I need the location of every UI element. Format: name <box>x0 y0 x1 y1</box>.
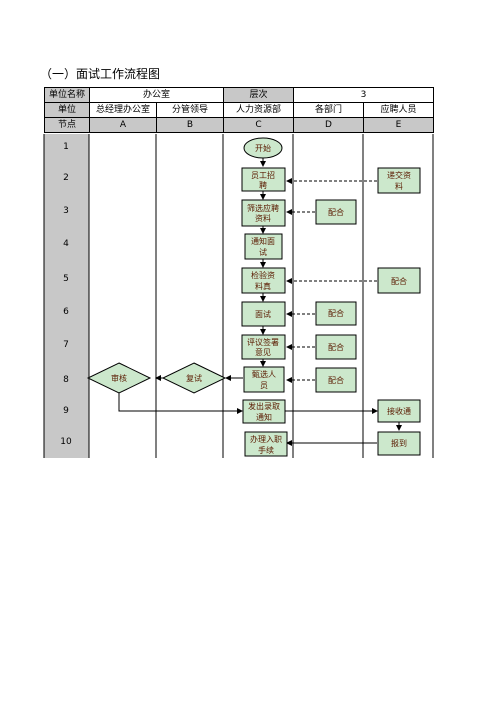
row-number: 5 <box>63 274 69 284</box>
decision-reinterview <box>161 362 227 394</box>
node-label: 办理入职 <box>250 434 282 444</box>
process-box-verify-docs <box>241 267 286 294</box>
node-label: 审核 <box>111 373 127 383</box>
flow-arrow <box>118 393 243 414</box>
process-box-cooperate <box>377 267 421 294</box>
process-box-notify-interview <box>244 233 283 260</box>
row-number: 3 <box>63 206 69 216</box>
page-title: （一）面试工作流程图 <box>40 67 161 81</box>
process-box-cooperate <box>315 334 357 360</box>
node-lane-background <box>44 134 89 458</box>
start-node <box>243 137 283 159</box>
node-label: 面试 <box>255 309 271 319</box>
header-cell: D <box>293 117 364 133</box>
node-label: 配合 <box>328 308 344 318</box>
header-cell: C <box>223 117 294 133</box>
header-cell: E <box>363 117 434 133</box>
header-cell: B <box>156 117 224 133</box>
header-cell: A <box>89 117 157 133</box>
process-box-cooperate <box>315 367 357 393</box>
row-number: 9 <box>63 406 69 416</box>
node-label: 试 <box>259 247 267 257</box>
decision-review <box>86 362 152 394</box>
node-label: 料真 <box>255 281 271 291</box>
process-box-onboarding <box>244 431 288 457</box>
node-label: 手续 <box>258 445 274 455</box>
process-box-evaluate <box>241 334 286 360</box>
node-label: 员工招 <box>251 170 275 180</box>
node-label: 报到 <box>391 438 407 448</box>
row-number: 7 <box>63 340 69 350</box>
header-row-node: 节点 A B C D E <box>44 117 434 133</box>
process-box-select <box>243 366 285 393</box>
node-label: 资料 <box>255 213 271 223</box>
process-box-send-offer <box>242 399 286 424</box>
header-table: 单位名称 办公室 层次 3 单位 总经理办公室 分管领导 人力资源部 各部门 应… <box>44 87 434 133</box>
process-box-cooperate <box>315 199 357 225</box>
row-number: 8 <box>63 375 69 385</box>
header-cell: 单位 <box>44 102 90 118</box>
node-label: 配合 <box>328 207 344 217</box>
node-label: 意见 <box>255 347 271 357</box>
header-cell: 节点 <box>44 117 90 133</box>
node-label: 员 <box>260 381 268 390</box>
header-row-unit: 单位 总经理办公室 分管领导 人力资源部 各部门 应聘人员 <box>44 102 434 118</box>
process-box-interview <box>241 301 286 327</box>
row-number: 2 <box>63 173 69 183</box>
node-label: 甄选人 <box>252 369 276 379</box>
process-box-cooperate <box>315 301 357 326</box>
start-node-label: 开始 <box>255 143 271 153</box>
node-label: 料 <box>395 181 403 191</box>
process-box-recruit <box>241 167 286 192</box>
node-label: 通知面 <box>251 236 275 246</box>
node-label: 聘 <box>259 180 267 190</box>
process-box-report <box>377 431 421 456</box>
node-label: 筛选应聘 <box>247 203 279 213</box>
process-box-submit-docs <box>377 167 421 194</box>
row-number: 6 <box>63 307 69 317</box>
node-label: 通知 <box>256 412 272 422</box>
node-label: 配合 <box>391 276 407 286</box>
row-number: 4 <box>63 239 69 249</box>
process-box-receive-notice <box>377 399 421 423</box>
node-label: 接收通 <box>387 406 411 416</box>
node-label: 配合 <box>328 375 344 385</box>
node-label: 评议签署 <box>247 337 279 347</box>
node-label: 发出录取 <box>248 401 280 411</box>
header-cell: 单位名称 <box>44 87 90 103</box>
node-label: 配合 <box>328 342 344 352</box>
row-number: 10 <box>60 437 72 447</box>
row-number: 1 <box>63 142 69 152</box>
node-label: 检验资 <box>251 270 275 280</box>
node-label: 复试 <box>186 373 202 383</box>
node-label: 递交资 <box>387 170 411 180</box>
process-box-screen <box>241 199 286 227</box>
